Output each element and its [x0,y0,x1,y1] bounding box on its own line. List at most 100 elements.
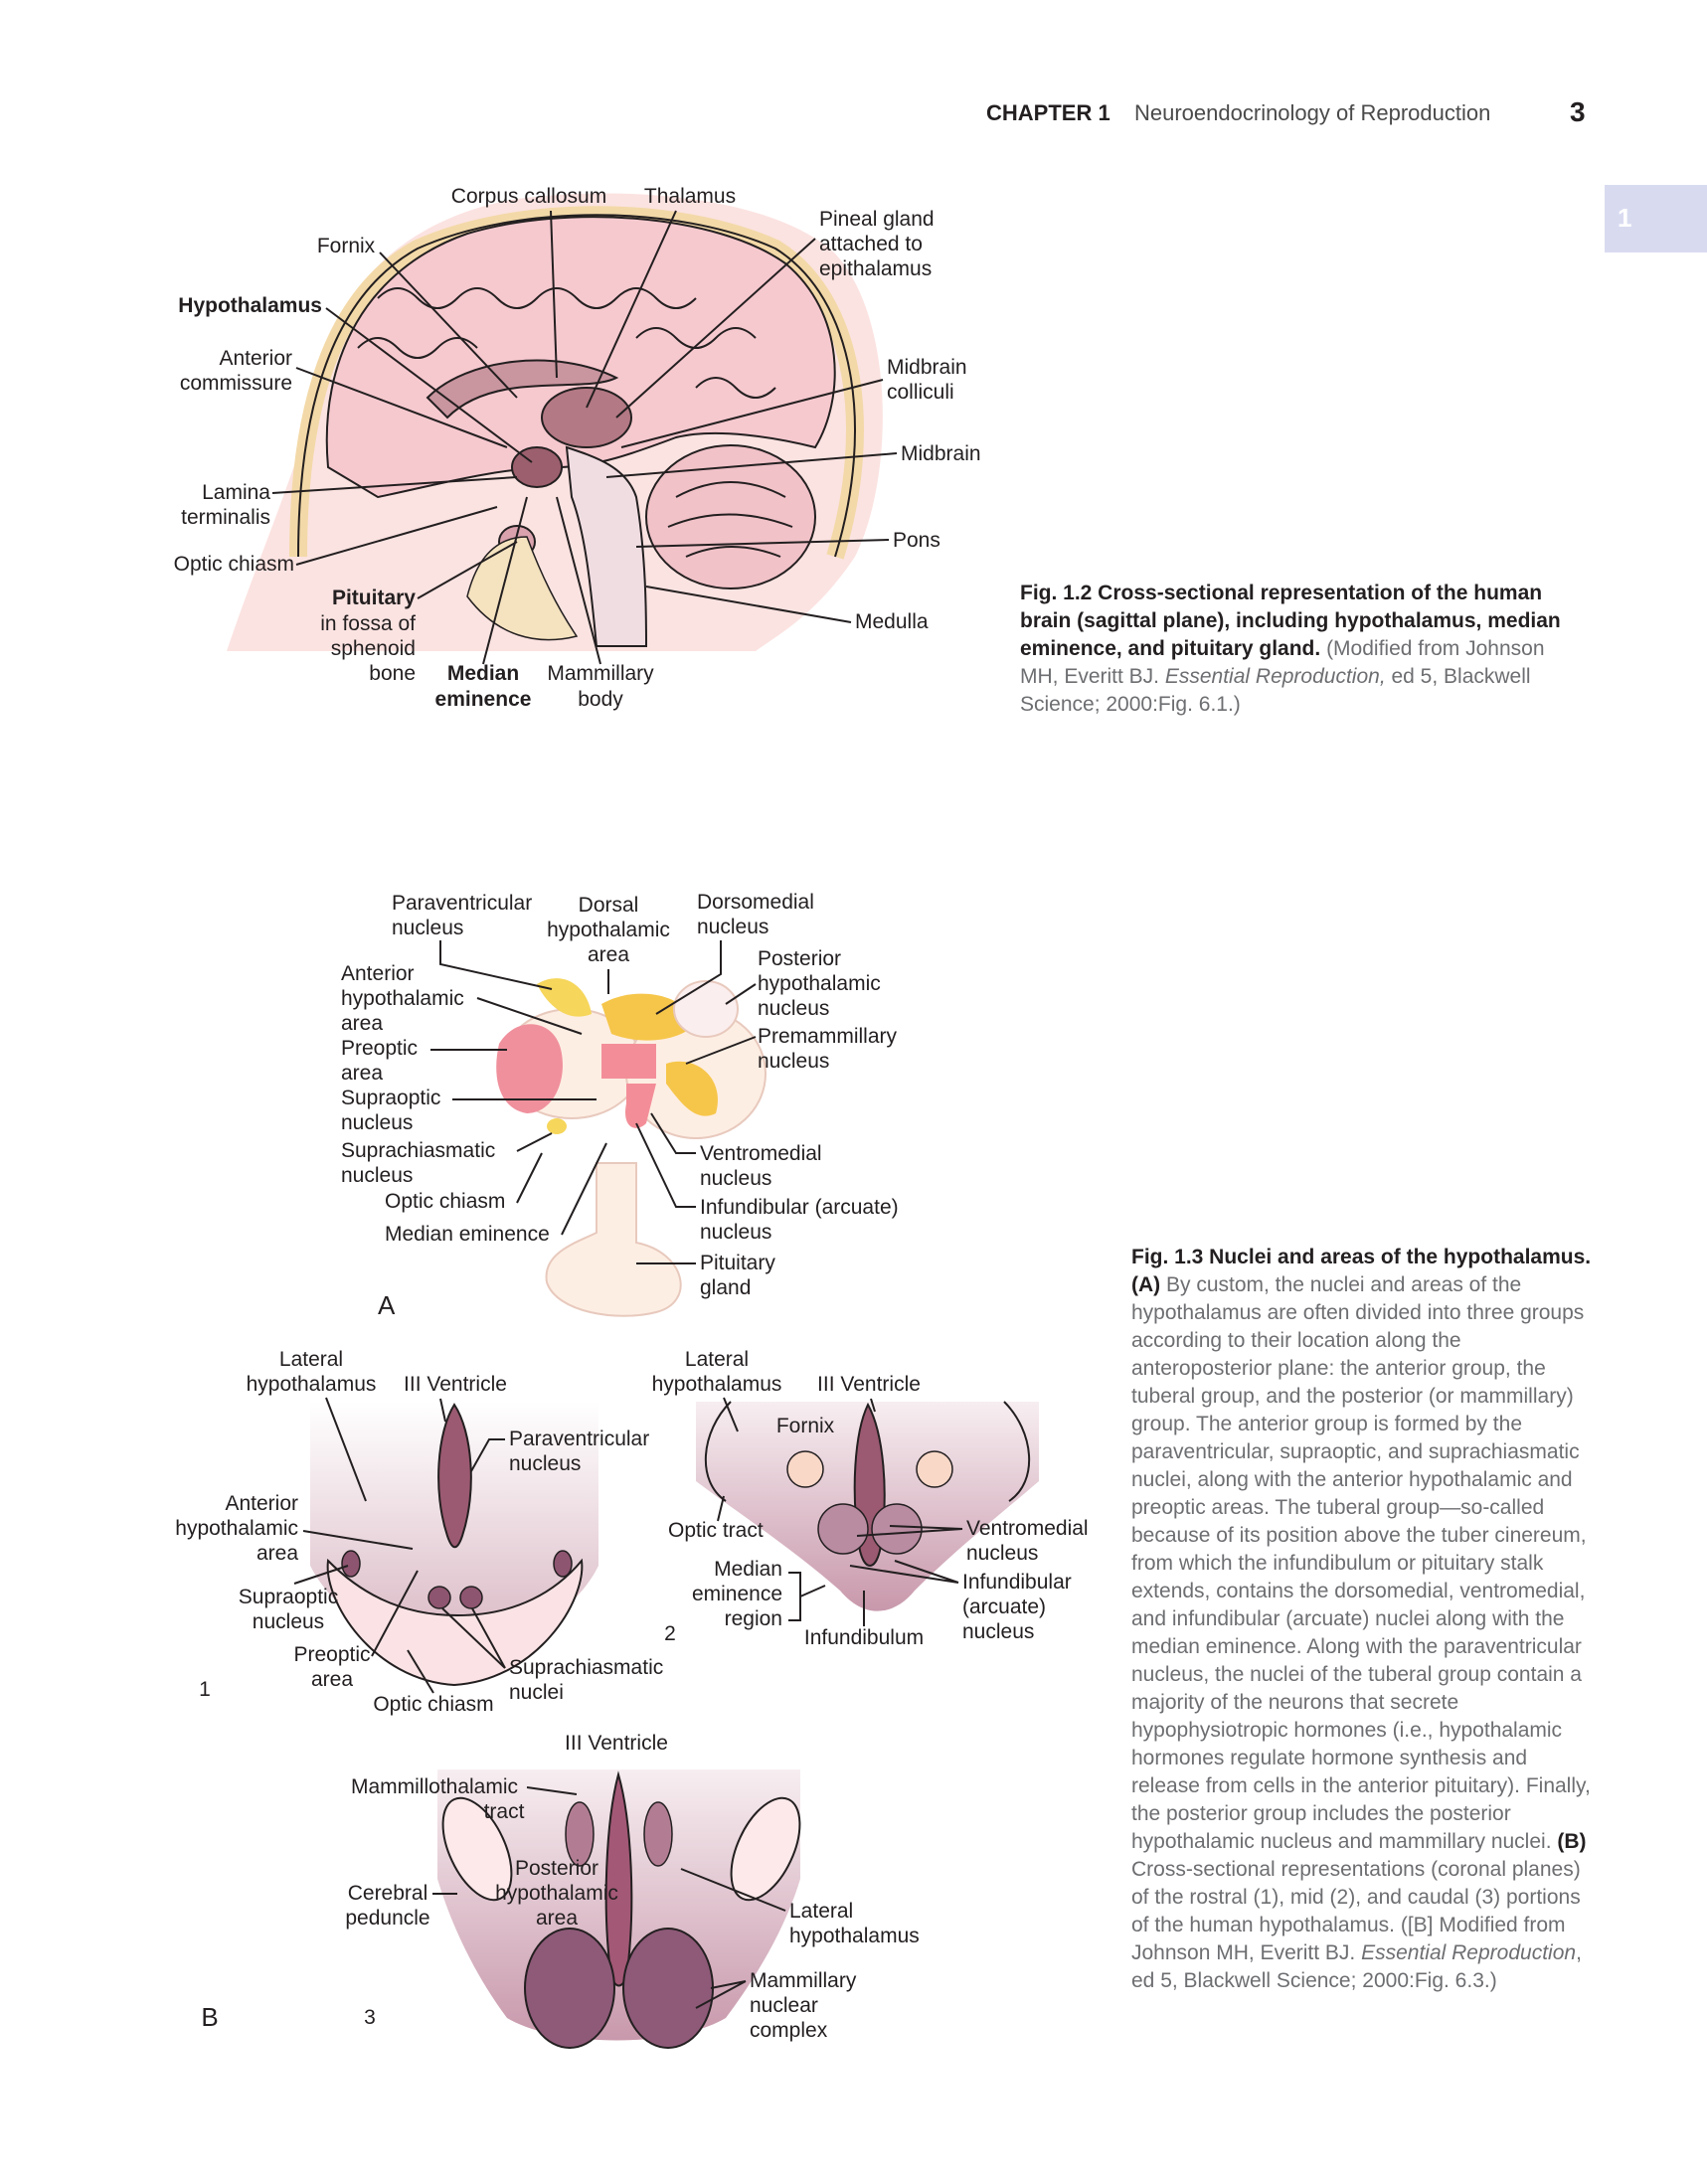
label-p1-scn-2: nuclei [509,1681,564,1704]
label-a-supraoptic-1: Supraoptic [341,1087,440,1109]
label-p3-cp-2: peduncle [345,1907,429,1930]
chapter-tab-label: 1 [1618,203,1632,233]
label-p1-optic-chiasm: Optic chiasm [373,1693,493,1716]
label-sphenoid: sphenoid [331,637,416,660]
label-a-premammillary-2: nucleus [758,1050,829,1073]
label-a-premammillary-1: Premammillary [758,1025,898,1048]
fig13a-labels: Paraventricular nucleus Dorsal hypothala… [341,891,899,1320]
fig12-caption-end: ed 5, Blackwell Science; 2000:Fig. 6.1.) [1020,665,1531,716]
label-p3-mt-1: Mammillothalamic [351,1775,518,1798]
label-p2-number: 2 [664,1622,676,1645]
label-panel-a: A [378,1290,396,1320]
label-p1-supraoptic-2: nucleus [253,1610,324,1633]
label-commissure: commissure [180,372,292,395]
label-a-pituitary-1: Pituitary [700,1252,775,1274]
label-p1-anterior-1: Anterior [225,1492,298,1515]
label-a-preoptic-2: area [341,1062,383,1085]
chapter-title: Neuroendocrinology of Reproduction [1134,100,1491,125]
chapter-label: CHAPTER 1 [986,100,1110,125]
label-p3-ph-2: hypothalamic [495,1882,618,1905]
fig13b-p1-illustration [310,1402,598,1687]
label-p3-number: 3 [364,2006,376,2029]
label-p2-inf-3: nucleus [962,1620,1034,1643]
page-number: 3 [1570,96,1586,127]
label-midbrain: Midbrain [901,442,981,465]
label-a-dorsal-1: Dorsal [579,894,639,917]
label-p2-inf-1: Infundibular [962,1571,1072,1594]
label-p1-anterior-2: hypothalamic [175,1517,298,1540]
label-eminence: eminence [435,688,532,711]
label-p1-number: 1 [199,1678,211,1701]
fig13-caption-a-text: By custom, the nuclei and areas of the h… [1131,1273,1591,1853]
label-thalamus: Thalamus [644,185,736,208]
fig12-caption-text: (Modified from Johnson MH, Everitt BJ. [1020,637,1545,688]
fig13-caption: Fig. 1.3 Nuclei and areas of the hypotha… [1131,1244,1599,1995]
fig12-labels: Corpus callosum Thalamus Fornix Hypothal… [174,185,981,711]
label-p1-paraventricular-2: nucleus [509,1452,581,1475]
label-a-anterior-1: Anterior [341,962,415,985]
label-p1-ventricle: III Ventricle [404,1373,507,1396]
label-p1-anterior-3: area [256,1542,298,1565]
label-a-paraventricular-2: nucleus [392,917,463,939]
label-fornix: Fornix [317,235,376,257]
label-p2-lateral-2: hypothalamus [652,1373,782,1396]
fig13-caption-b-label: (B) [1557,1830,1587,1853]
fig13b-p3-labels: III Ventricle Mammillothalamic tract Cer… [201,1732,919,2042]
fig12-caption-italic: Essential Reproduction, [1164,665,1386,688]
label-p2-infundibulum: Infundibulum [804,1626,924,1649]
label-a-dorsal-3: area [588,943,629,966]
label-a-anterior-2: hypothalamic [341,987,464,1010]
label-a-infundibular-1: Infundibular (arcuate) [700,1196,899,1219]
label-a-suprachiasmatic-2: nucleus [341,1164,413,1187]
label-p1-scn-1: Suprachiasmatic [509,1656,663,1679]
fig13b-p2-illustration [696,1401,1039,1611]
label-a-suprachiasmatic-1: Suprachiasmatic [341,1139,495,1162]
fig13-caption-b-italic: Essential Reproduction [1361,1941,1577,1964]
label-a-anterior-3: area [341,1012,383,1035]
fig13b-p1-labels: Lateral hypothalamus III Ventricle Parav… [175,1348,663,1716]
label-p1-lateral-2: hypothalamus [247,1373,377,1396]
label-a-posterior-1: Posterior [758,947,841,970]
label-p2-inf-2: (arcuate) [962,1596,1046,1618]
label-lamina: Lamina [202,481,270,504]
label-p1-lateral-1: Lateral [279,1348,343,1371]
fig13-caption-bold: Fig. 1.3 Nuclei and areas of the hypotha… [1131,1246,1592,1268]
label-p1-paraventricular-1: Paraventricular [509,1428,649,1450]
label-p3-mn-1: Mammillary [750,1969,857,1992]
label-median: Median [447,662,519,685]
label-a-pituitary-2: gland [700,1276,751,1299]
label-p3-ph-3: area [536,1907,578,1930]
label-pons: Pons [893,529,940,552]
label-p3-mt-2: tract [484,1800,525,1823]
label-a-dorsomedial-2: nucleus [697,916,768,938]
label-a-posterior-3: nucleus [758,997,829,1020]
fig13-caption-a-label: (A) [1131,1273,1161,1296]
label-a-median-eminence: Median eminence [385,1223,550,1246]
label-pituitary: Pituitary [332,587,416,609]
fig12-caption-bold: Fig. 1.2 Cross-sectional representation … [1020,582,1561,660]
fig12-brain-illustration [227,193,883,652]
label-terminalis: terminalis [181,506,270,529]
label-a-posterior-2: hypothalamic [758,972,881,995]
label-p2-fornix: Fornix [776,1415,835,1437]
label-corpus-callosum: Corpus callosum [451,185,606,208]
label-p2-ventricle: III Ventricle [817,1373,921,1396]
label-bone: bone [369,662,416,685]
label-p2-vm-1: Ventromedial [966,1517,1089,1540]
label-in-fossa: in fossa of [320,612,416,635]
label-a-infundibular-2: nucleus [700,1221,771,1244]
label-p3-lh-1: Lateral [789,1900,853,1923]
label-a-ventromedial-2: nucleus [700,1167,771,1190]
fig13-caption-b-text: Cross-sectional representations (coronal… [1131,1858,1581,1964]
label-hypothalamus: Hypothalamus [178,294,322,317]
label-mammillary: Mammillary [547,662,654,685]
label-p3-lh-2: hypothalamus [789,1925,920,1947]
label-p2-me-3: region [725,1607,782,1630]
label-body: body [578,688,623,711]
label-midbrain-colliculi-2: colliculi [887,381,954,404]
fig13b-p2-labels: Lateral hypothalamus III Ventricle Forni… [652,1348,1089,1649]
label-a-optic-chiasm: Optic chiasm [385,1190,505,1213]
label-midbrain-colliculi-1: Midbrain [887,356,967,379]
fig12-caption: Fig. 1.2 Cross-sectional representation … [1020,580,1587,719]
